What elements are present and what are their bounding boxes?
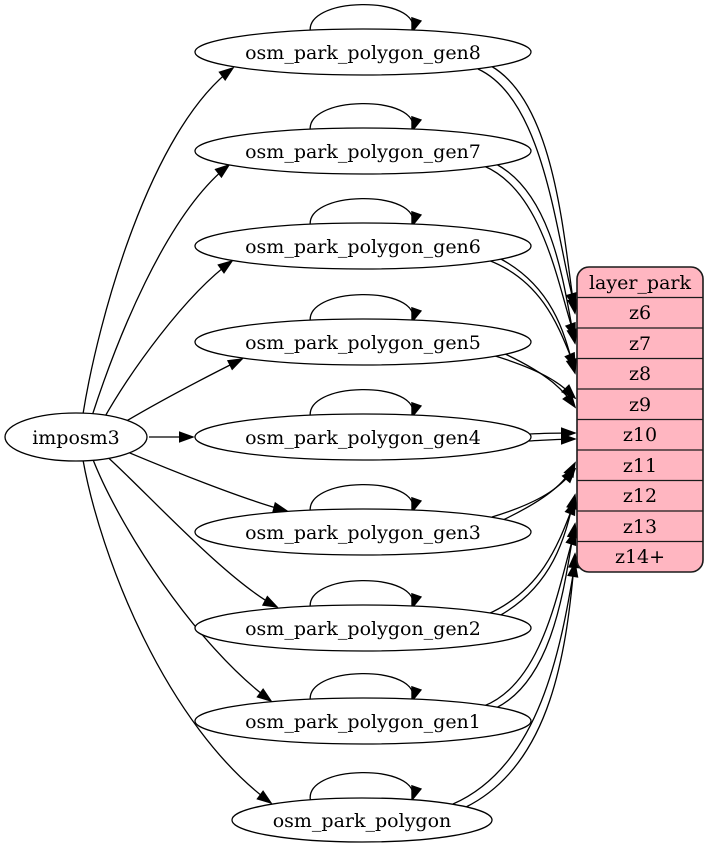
edges-from-source xyxy=(82,68,287,803)
self-loop-gen5 xyxy=(309,294,413,326)
edge-gen8-to-z6-1 xyxy=(477,68,575,307)
edge-gen4-to-z10-1 xyxy=(529,433,575,434)
node-gen2-shape xyxy=(194,604,532,652)
node-label: osm_park_polygon_gen5 xyxy=(245,332,481,354)
edge-gen4-to-z10-2 xyxy=(528,439,575,441)
edge-gen1-to-z13-1 xyxy=(483,531,575,707)
edge-gen7-to-z7-2 xyxy=(495,163,575,343)
layer-park-table: layer_park z6 z7 z8 z9 z10 z11 z12 z13 z… xyxy=(576,266,704,573)
edge-imposm3-to-gen5 xyxy=(117,359,242,427)
node-osm-park-polygon-gen8: osm_park_polygon_gen8 xyxy=(194,28,532,76)
edge-gen1-to-z13-2 xyxy=(495,524,575,709)
node-imposm3-shape xyxy=(4,412,148,462)
node-osm-park-polygon-gen6: osm_park_polygon_gen6 xyxy=(194,222,532,270)
node-label: osm_park_polygon_gen7 xyxy=(245,141,481,163)
edge-gen3-to-z11-1 xyxy=(491,469,575,518)
node-osm-park-polygon-gen4: osm_park_polygon_gen4 xyxy=(194,413,532,461)
node-gen7-shape xyxy=(194,127,532,175)
edge-imposm3-to-gen7 xyxy=(91,165,229,417)
node-osm-park-polygon-gen3: osm_park_polygon_gen3 xyxy=(194,508,532,556)
node-gen1-shape xyxy=(194,697,532,745)
node-label: osm_park_polygon_gen4 xyxy=(245,427,481,449)
node-osm-park-polygon-gen2: osm_park_polygon_gen2 xyxy=(194,604,532,652)
self-loop-gen3 xyxy=(309,484,413,516)
node-label: osm_park_polygon_gen3 xyxy=(245,522,481,544)
edge-polygon-to-z14-2 xyxy=(465,554,575,808)
layer-table-row-z7: z7 xyxy=(629,333,651,355)
node-label: osm_park_polygon xyxy=(273,810,452,832)
edge-gen2-to-z12-2 xyxy=(498,495,575,617)
edge-imposm3-to-gen8 xyxy=(82,68,233,415)
self-loop-gen8 xyxy=(309,4,413,36)
node-polygon-shape xyxy=(231,797,493,843)
layer-table-row-z13: z13 xyxy=(623,516,657,538)
edge-imposm3-to-gen2 xyxy=(102,452,277,607)
self-loop-gen2 xyxy=(309,580,413,612)
self-loop-gen7 xyxy=(309,103,413,135)
self-loop-gen4 xyxy=(309,389,413,421)
layer-table-row-z8: z8 xyxy=(629,363,651,385)
node-label: osm_park_polygon_gen1 xyxy=(245,711,481,733)
self-loops xyxy=(309,4,413,804)
node-gen5-shape xyxy=(194,318,532,366)
edge-gen8-to-z6-2 xyxy=(490,65,575,313)
edge-imposm3-to-gen1 xyxy=(91,456,271,701)
edge-gen6-to-z8-2 xyxy=(498,257,575,373)
layer-table-row-z9: z9 xyxy=(629,394,651,416)
edge-gen3-to-z11-2 xyxy=(502,463,575,521)
node-osm-park-polygon: osm_park_polygon xyxy=(231,797,493,843)
layer-table-row-z11: z11 xyxy=(623,455,657,477)
edge-imposm3-to-polygon xyxy=(82,459,271,803)
edge-imposm3-to-gen3 xyxy=(117,447,287,511)
nodes: imposm3 osm_park_polygon_gen8 osm_park_p… xyxy=(4,28,532,843)
node-osm-park-polygon-gen5: osm_park_polygon_gen5 xyxy=(194,318,532,366)
edges-to-layer xyxy=(452,65,575,808)
node-label: osm_park_polygon_gen8 xyxy=(245,42,481,64)
node-label: osm_park_polygon_gen6 xyxy=(245,236,481,258)
layer-table-row-z14: z14+ xyxy=(615,546,665,568)
edge-gen7-to-z7-1 xyxy=(483,165,575,337)
edge-gen5-to-z9-2 xyxy=(502,352,575,407)
edge-polygon-to-z14-1 xyxy=(452,563,575,805)
node-gen8-shape xyxy=(194,28,532,76)
self-loop-polygon xyxy=(309,772,413,804)
node-gen3-shape xyxy=(194,508,532,556)
node-gen6-shape xyxy=(194,222,532,270)
self-loop-gen6 xyxy=(309,198,413,230)
layer-table-header: layer_park xyxy=(589,272,692,294)
node-label: osm_park_polygon_gen2 xyxy=(245,618,481,640)
node-osm-park-polygon-gen7: osm_park_polygon_gen7 xyxy=(194,127,532,175)
node-osm-park-polygon-gen1: osm_park_polygon_gen1 xyxy=(194,697,532,745)
layer-table-row-z6: z6 xyxy=(629,302,651,324)
layer-table-row-z10: z10 xyxy=(623,424,657,446)
node-label: imposm3 xyxy=(32,427,120,449)
self-loop-gen1 xyxy=(309,673,413,705)
layer-table-row-z12: z12 xyxy=(623,485,657,507)
node-gen4-shape xyxy=(194,413,532,461)
edge-imposm3-to-gen6 xyxy=(102,261,232,421)
node-imposm3: imposm3 xyxy=(4,412,148,462)
